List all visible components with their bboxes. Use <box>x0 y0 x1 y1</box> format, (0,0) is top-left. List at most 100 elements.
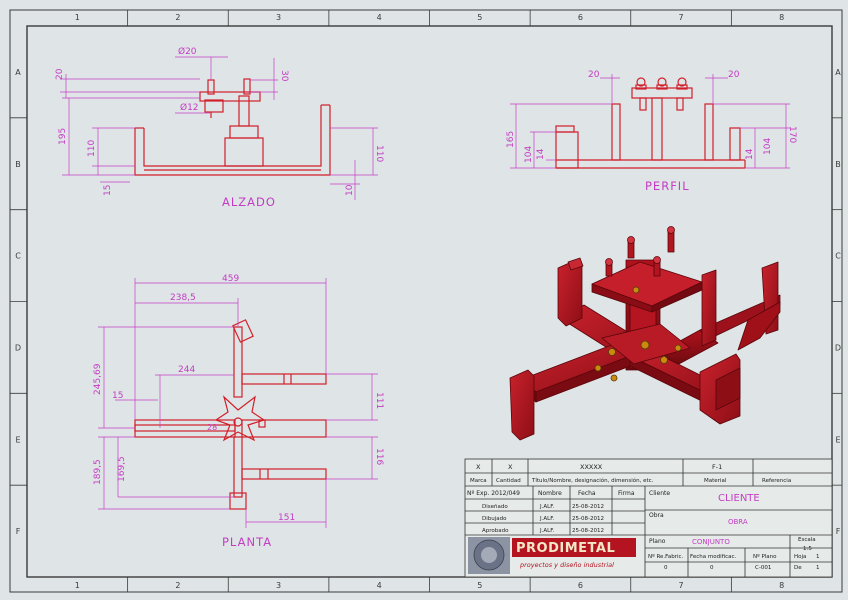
zone-row-left-B: B <box>15 160 21 169</box>
zone-col-top-2: 2 <box>175 13 180 22</box>
front-dim-d4: Ø12 <box>180 102 199 113</box>
front-view-dimensions <box>60 56 378 200</box>
tb-footer-mod-value: 0 <box>710 565 714 571</box>
title-block-values: CLIENTE OBRA CONJUNTO <box>692 493 760 546</box>
front-dim-d7: 15 <box>103 185 113 196</box>
zone-row-right-F: F <box>836 527 841 536</box>
front-view-geometry <box>134 78 331 176</box>
tb-escala-value: 1:5 <box>803 546 812 552</box>
front-dim-d6: 110 <box>87 140 97 157</box>
zone-col-bottom-8: 8 <box>779 581 784 590</box>
zone-row-right-E: E <box>835 435 840 444</box>
zone-col-top-1: 1 <box>75 13 80 22</box>
top-view-label: PLANTA <box>222 535 272 549</box>
tb-row2-name: J.ALF. <box>539 516 554 522</box>
tb-row1-name: J.ALF. <box>539 504 554 510</box>
zone-col-top-5: 5 <box>477 13 482 22</box>
tb-firma-header: Firma <box>618 490 635 497</box>
side-dim-d1: 20 <box>588 70 600 80</box>
logo-wordmark: PRODIMETAL <box>516 541 615 556</box>
tb-header-c2: X <box>508 463 513 471</box>
zone-col-top-4: 4 <box>377 13 382 22</box>
top-dim-d6: 111 <box>374 392 384 409</box>
top-dim-d9: 116 <box>374 448 384 465</box>
tb-footer-plano-value: C-001 <box>755 565 771 571</box>
tb-footer-mod-label: Fecha modificac. <box>690 554 736 560</box>
tb-row2-date: 25-08-2012 <box>572 516 604 522</box>
side-dim-d2: 20 <box>728 70 740 80</box>
side-dim-d4: 14 <box>536 148 546 160</box>
zone-col-bottom-4: 4 <box>377 581 382 590</box>
tb-obra-label: Obra <box>649 512 664 519</box>
tb-footer-ref-label: Nº Re.Fabric. <box>648 553 683 560</box>
top-view-dimensions <box>98 278 378 528</box>
side-view-geometry <box>555 77 746 169</box>
side-dim-d5: 104 <box>524 146 534 163</box>
title-block <box>464 458 833 578</box>
side-dim-d8: 170 <box>787 126 797 143</box>
top-dim-d8: 169,5 <box>117 456 127 482</box>
tb-label-material: Material <box>704 478 727 484</box>
zone-col-bottom-2: 2 <box>175 581 180 590</box>
front-dim-d2: 30 <box>279 70 289 82</box>
top-dim-d3: 245,69 <box>93 363 103 395</box>
tb-row1-date: 25-08-2012 <box>572 504 604 510</box>
zone-col-top-7: 7 <box>679 13 684 22</box>
tb-nombre-header: Nombre <box>538 490 562 497</box>
tb-obra: OBRA <box>728 518 748 526</box>
zone-row-right-C: C <box>835 252 841 261</box>
zone-row-right-D: D <box>835 343 841 352</box>
zone-col-bottom-3: 3 <box>276 581 281 590</box>
top-dim-d1: 459 <box>222 274 239 284</box>
tb-footer-hoja-label: Hoja <box>794 554 806 560</box>
front-view-dimension-labels: Ø20 30 20 Ø12 195 110 15 110 10 <box>55 46 384 196</box>
zone-col-bottom-6: 6 <box>578 581 583 590</box>
side-dim-d7: 104 <box>763 138 773 155</box>
zone-row-left-C: C <box>15 252 21 261</box>
zone-row-left-E: E <box>15 435 20 444</box>
side-dim-d3: 165 <box>506 131 516 148</box>
top-dim-d10: 151 <box>278 513 295 523</box>
top-dim-d5: 15 <box>112 391 123 401</box>
isometric-3d-model <box>509 226 781 441</box>
tb-cliente: CLIENTE <box>718 493 760 504</box>
top-dim-d4: 244 <box>178 365 195 375</box>
side-dim-d6: 14 <box>745 148 755 160</box>
side-view-label: PERFIL <box>645 179 690 193</box>
tb-label-cantidad: Cantidad <box>496 478 521 484</box>
tb-label-referencia: Referencia <box>762 478 791 484</box>
title-block-text: X X XXXXX F-1 Marca Cantidad Título/Nomb… <box>467 463 820 571</box>
tb-expediente: Nº Exp. 2012/049 <box>467 490 520 497</box>
front-dim-d3: 20 <box>55 68 65 80</box>
tb-footer-de-label: De <box>794 565 802 571</box>
zone-row-right-A: A <box>835 68 841 77</box>
tb-row3-name: J.ALF. <box>539 528 554 534</box>
top-view-geometry <box>134 319 327 510</box>
tb-footer-ref-value: 0 <box>664 565 668 571</box>
tb-row3-role: Aprobado <box>482 528 509 534</box>
company-logo: PRODIMETAL proyectos y diseño industrial <box>468 537 636 574</box>
tb-fecha-header: Fecha <box>578 490 596 497</box>
top-view-dimension-labels: 459 238,5 245,69 244 15 111 189,5 169,5 … <box>93 274 384 523</box>
top-dim-d2: 238,5 <box>170 293 196 303</box>
tb-label-description: Título/Nombre, designación, dimensión, e… <box>531 477 654 484</box>
tb-row3-date: 25-08-2012 <box>572 528 604 534</box>
tb-header-c4: F-1 <box>712 463 722 471</box>
zone-row-left-D: D <box>15 343 21 352</box>
tb-header-c1: X <box>476 463 481 471</box>
top-dim-d11: 28 <box>207 423 217 432</box>
zone-col-bottom-7: 7 <box>679 581 684 590</box>
zone-row-right-B: B <box>835 160 841 169</box>
front-dim-d5: 195 <box>58 128 68 145</box>
tb-label-marca: Marca <box>470 478 487 484</box>
tb-plano-label: Plano <box>649 538 666 545</box>
tb-footer-hoja-value: 1 <box>816 554 820 560</box>
tb-footer-de-value: 1 <box>816 565 820 571</box>
zone-col-bottom-5: 5 <box>477 581 482 590</box>
tb-row2-role: Dibujado <box>482 516 507 522</box>
zone-col-top-6: 6 <box>578 13 583 22</box>
front-dim-d8: 110 <box>374 145 384 162</box>
tb-cliente-label: Cliente <box>649 490 670 497</box>
side-view-dimension-labels: 20 20 165 14 104 14 104 170 <box>506 70 797 163</box>
